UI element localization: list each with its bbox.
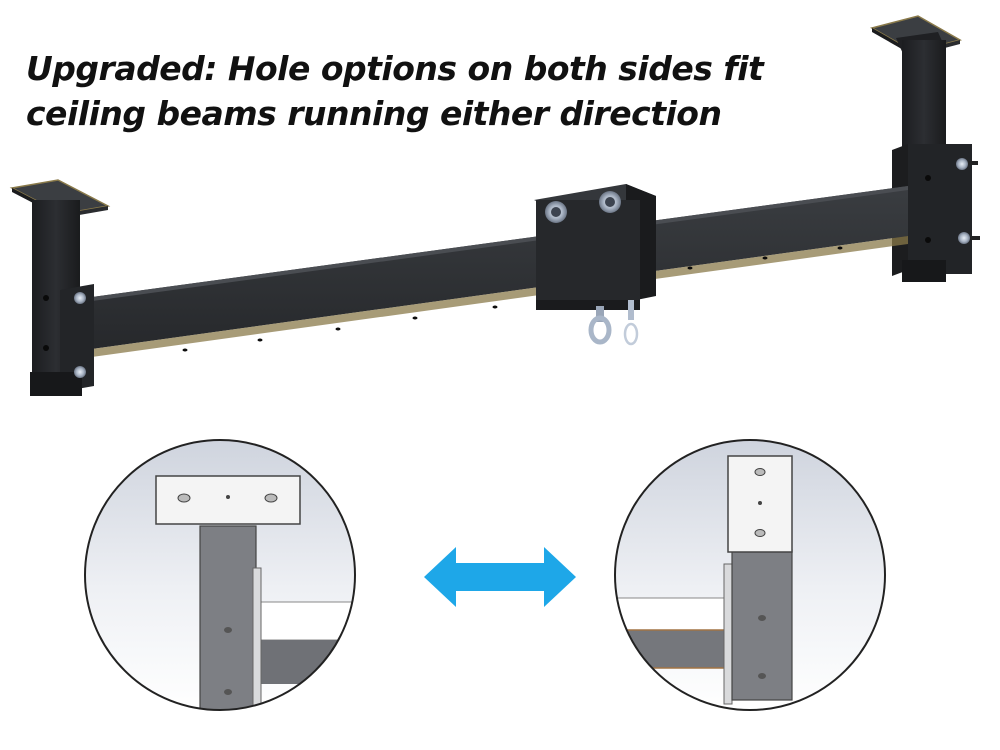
detail-view-left <box>84 439 356 711</box>
ceiling-mount-assembly <box>9 15 980 396</box>
left-post-side-view <box>199 525 257 710</box>
horizontal-beam <box>70 186 908 360</box>
caption-line-1: Upgraded: Hole options on both sides fit <box>26 49 764 88</box>
detail-view-right <box>614 439 886 711</box>
swivel-ring <box>623 322 639 346</box>
left-right-arrow-icon <box>424 547 576 607</box>
beam-holes <box>182 246 843 352</box>
caption-line-2: ceiling beams running either direction <box>26 94 722 133</box>
right-mount-post <box>870 15 980 282</box>
headline-caption: Upgraded: Hole options on both sides fit… <box>26 46 764 136</box>
left-mount-post <box>9 179 111 396</box>
eye-bolt <box>588 315 612 345</box>
left-top-plate-view <box>155 475 301 525</box>
trolley-block <box>534 184 656 346</box>
